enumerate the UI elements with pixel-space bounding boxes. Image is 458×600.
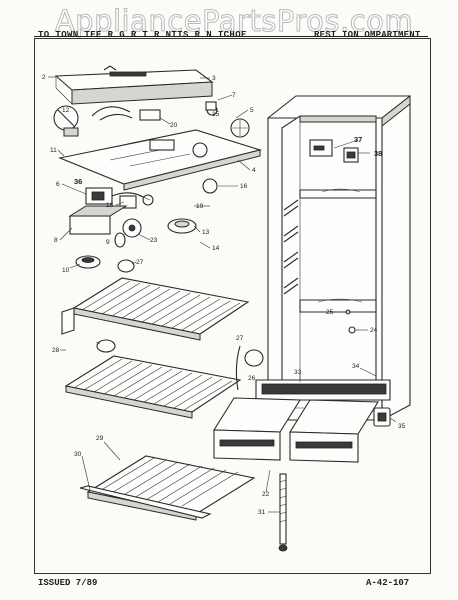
callout-27a: 27 [136,259,144,266]
callout-30: 30 [74,451,82,458]
wire-shelf-lower [64,339,264,419]
callout-27b: 27 [236,335,244,342]
callout-15: 15 [212,111,220,118]
callout-24: 24 [370,327,378,334]
watermark: AppliancePartsPros.com [54,4,414,39]
callout-29: 29 [96,435,104,442]
callout-leaders [48,76,397,513]
part-27-upper [117,259,135,273]
evaporator-cover-plate [58,129,263,191]
callout-4: 4 [252,167,256,174]
callout-37: 37 [354,135,362,144]
callout-10: 10 [62,267,70,274]
callout-19: 19 [196,203,204,210]
top-cover-assembly [54,65,214,105]
part-31-rod [278,473,288,552]
header-left-text: TO TOWN TEE R G R T R NTIS R N ICHOE [38,30,247,40]
control-parts-row [53,101,250,138]
callout-11: 11 [50,147,57,154]
refrigerator-cabinet [267,94,411,421]
kickplate-grille [255,379,391,401]
issued-date: ISSUED 7/89 [38,578,98,588]
callout-6: 6 [56,181,60,188]
part-35-control [373,407,391,427]
wire-shelf-upper [61,277,250,341]
callout-12a: 12 [62,107,70,114]
callout-9: 9 [106,239,110,246]
crisper-drawers [213,397,379,463]
callout-2: 2 [42,74,46,81]
callout-3: 3 [212,75,216,82]
glass-shelf [79,455,256,521]
fan-motor-parts [68,178,218,248]
callout-5: 5 [250,107,254,114]
part-10 [75,255,101,269]
callout-22: 22 [262,491,270,498]
diagram-frame [34,38,431,574]
callout-23: 23 [150,237,158,244]
callout-20: 20 [170,122,178,129]
callout-13: 13 [202,229,210,236]
callout-31: 31 [258,509,266,516]
callout-7: 7 [232,92,236,99]
callout-36: 36 [74,177,82,186]
callout-26: 26 [248,375,256,382]
callout-labels: 2 3 4 5 6 7 8 9 10 11 12 13 14 16 18 19 … [42,74,406,516]
callout-18: 18 [106,202,114,209]
callout-38: 38 [374,149,382,158]
callout-25: 25 [326,309,334,316]
callout-34: 34 [352,363,360,370]
callout-8: 8 [54,237,58,244]
callout-14: 14 [212,245,220,252]
header-right-text: RESI ION OMPARTMENT [314,30,421,40]
callout-35: 35 [398,423,406,430]
header-rule [34,36,428,37]
callout-16: 16 [240,183,248,190]
callout-33: 33 [294,369,302,376]
callout-28: 28 [52,347,60,354]
page-code: A-42-107 [366,578,410,588]
